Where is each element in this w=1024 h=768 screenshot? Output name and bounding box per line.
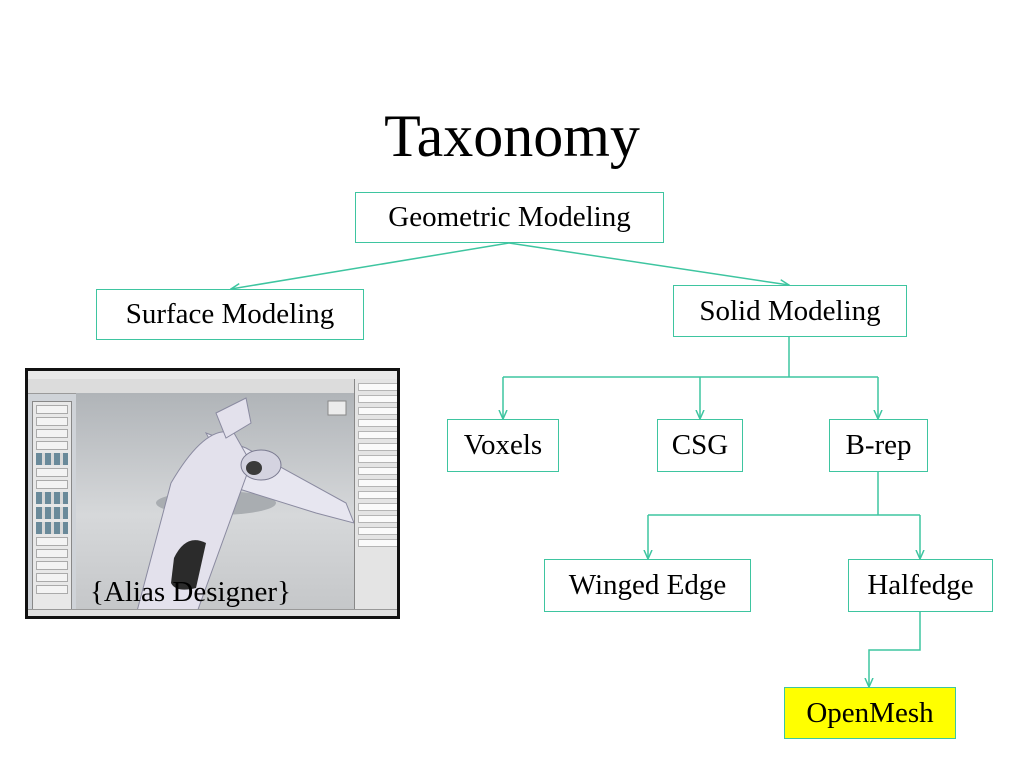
tool-palette	[32, 401, 72, 616]
app-statusbar	[28, 609, 397, 616]
app-toolbar	[28, 379, 397, 394]
node-openmesh: OpenMesh	[784, 687, 956, 739]
edge-geometric-to-surface	[231, 242, 510, 289]
node-brep: B-rep	[829, 419, 928, 472]
3d-viewport	[76, 393, 355, 616]
node-csg: CSG	[657, 419, 743, 472]
slide-title: Taxonomy	[384, 103, 640, 169]
node-voxels: Voxels	[447, 419, 559, 472]
attribute-panel	[354, 379, 397, 616]
node-solid-modeling: Solid Modeling	[673, 285, 907, 337]
node-surface-modeling: Surface Modeling	[96, 289, 364, 340]
aircraft-render	[135, 397, 355, 616]
node-halfedge: Halfedge	[848, 559, 993, 612]
edge-halfedge-to-openmesh	[869, 612, 921, 687]
edge-geometric-to-solid	[508, 242, 789, 285]
node-geometric-modeling: Geometric Modeling	[355, 192, 664, 243]
alias-designer-screenshot: ​	[25, 368, 400, 619]
screenshot-caption: {Alias Designer}	[90, 576, 291, 608]
node-winged-edge: Winged Edge	[544, 559, 751, 612]
